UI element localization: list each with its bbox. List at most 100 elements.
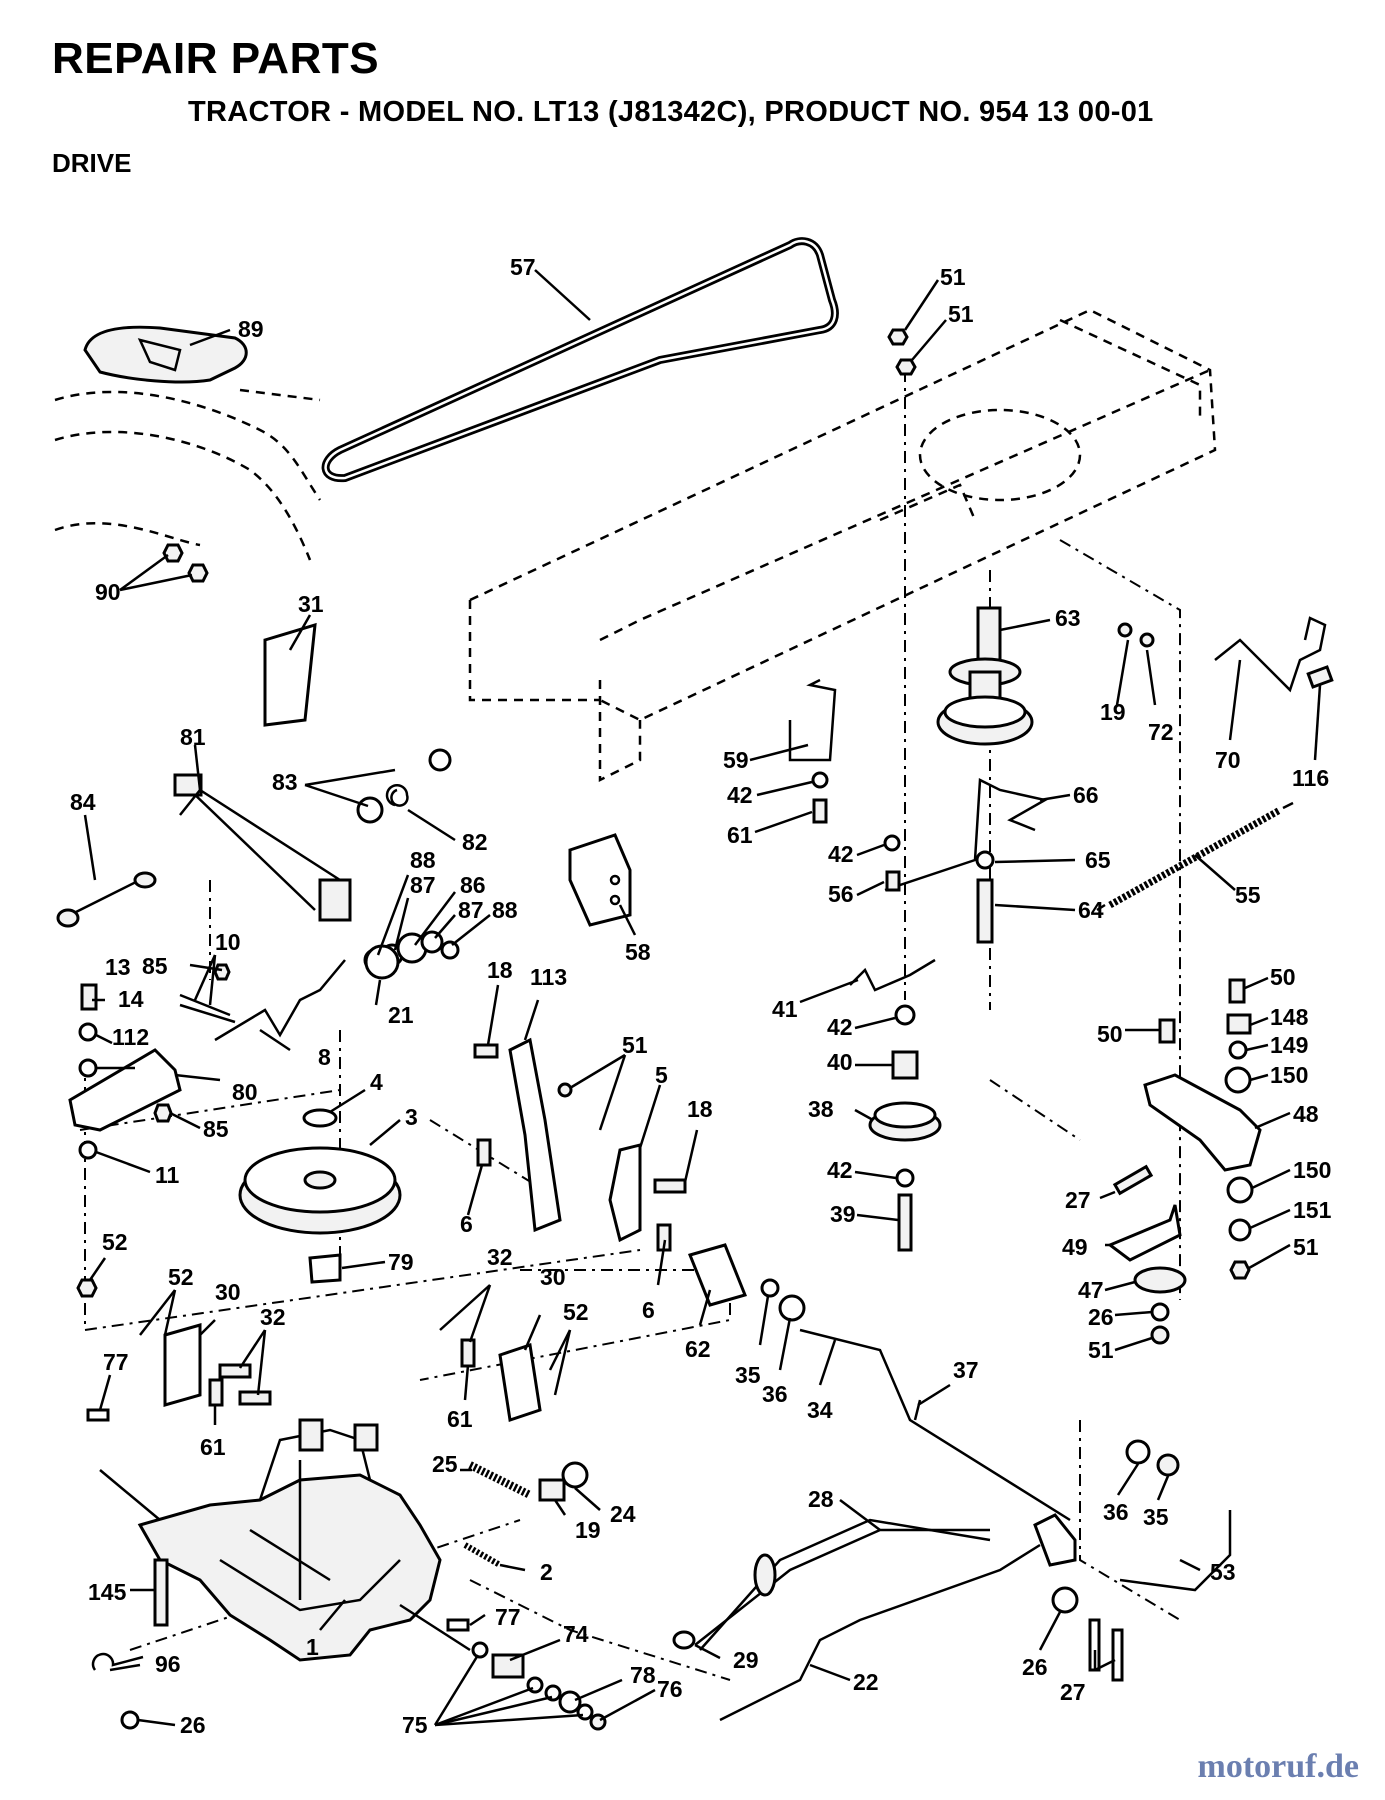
pulley-47 xyxy=(1133,1266,1187,1294)
washer-26c xyxy=(120,1710,140,1730)
chassis-frame xyxy=(468,308,1217,783)
rod-59 xyxy=(788,678,837,762)
callout-51: 51 xyxy=(1293,1234,1319,1260)
nut-52a xyxy=(76,1278,98,1298)
callout-48: 48 xyxy=(1293,1101,1319,1127)
bolt-6a xyxy=(476,1138,492,1167)
callout-148: 148 xyxy=(1270,1004,1309,1030)
washer-151 xyxy=(1228,1218,1252,1242)
callout-4: 4 xyxy=(370,1069,383,1095)
washer-83b xyxy=(428,748,452,772)
ring-4 xyxy=(302,1108,338,1128)
callout-61: 61 xyxy=(727,822,753,848)
callout-38: 38 xyxy=(808,1096,834,1122)
callout-62: 62 xyxy=(685,1336,711,1362)
callout-52: 52 xyxy=(102,1229,128,1255)
callout-64: 64 xyxy=(1078,897,1104,923)
drive-belt xyxy=(321,237,839,483)
arm-41 xyxy=(849,958,936,992)
pin-27a xyxy=(1112,1164,1154,1196)
washer-150b xyxy=(1226,1176,1254,1204)
callout-84: 84 xyxy=(70,789,96,815)
callout-50: 50 xyxy=(1097,1021,1123,1047)
bushing-148 xyxy=(1226,1013,1252,1035)
pulley-3 xyxy=(238,1146,402,1235)
washer-75a xyxy=(471,1641,489,1659)
bolt-13 xyxy=(80,983,98,1011)
washer-42b xyxy=(883,834,901,852)
callout-41: 41 xyxy=(772,996,798,1022)
nut-85b xyxy=(153,1103,173,1123)
callout-87: 87 xyxy=(410,872,436,898)
body-outline xyxy=(54,388,322,561)
callout-13: 13 xyxy=(105,954,131,980)
spring-82 xyxy=(385,783,409,807)
washer-112 xyxy=(78,1058,98,1078)
bracket-80 xyxy=(68,1048,182,1132)
callout-51: 51 xyxy=(1088,1337,1114,1363)
callout-29: 29 xyxy=(733,1647,759,1673)
callout-116: 116 xyxy=(1292,765,1329,791)
callout-77: 77 xyxy=(103,1349,129,1375)
callout-59: 59 xyxy=(723,747,749,773)
washer-65 xyxy=(975,850,995,870)
key-79 xyxy=(308,1253,342,1284)
callout-6: 6 xyxy=(642,1297,655,1323)
callout-65: 65 xyxy=(1085,847,1111,873)
callout-53: 53 xyxy=(1210,1559,1236,1585)
callout-86: 86 xyxy=(460,872,486,898)
callout-85: 85 xyxy=(142,953,168,979)
callout-51: 51 xyxy=(622,1032,648,1058)
callout-51: 51 xyxy=(940,264,966,290)
callout-81: 81 xyxy=(180,724,206,750)
leader-lines xyxy=(83,269,1322,1727)
rod-84 xyxy=(56,871,157,928)
callout-150: 150 xyxy=(1270,1062,1308,1088)
spacer-40 xyxy=(891,1050,919,1080)
nut-51d xyxy=(1229,1260,1251,1280)
callout-42: 42 xyxy=(827,1157,853,1183)
callout-90: 90 xyxy=(95,579,121,605)
washer-42a xyxy=(811,771,829,789)
bolt-39 xyxy=(897,1193,913,1252)
spring-55 xyxy=(1108,806,1282,909)
callout-74: 74 xyxy=(563,1621,589,1647)
shaft-34 xyxy=(799,1328,1071,1522)
callout-18: 18 xyxy=(487,957,513,983)
callout-26: 26 xyxy=(1022,1654,1048,1680)
callout-11: 11 xyxy=(155,1162,180,1188)
bolt-61b xyxy=(208,1378,224,1407)
washer-150a xyxy=(1224,1066,1252,1094)
callout-52: 52 xyxy=(168,1264,194,1290)
callout-72: 72 xyxy=(1148,719,1174,745)
callout-77: 77 xyxy=(495,1604,521,1630)
callout-88: 88 xyxy=(410,847,436,873)
nut-51c xyxy=(557,1082,573,1098)
brake-linkage-81 xyxy=(173,773,352,922)
callout-51: 51 xyxy=(948,301,974,327)
washer-75d xyxy=(576,1703,594,1721)
washer-42d xyxy=(895,1168,915,1188)
bolt-116 xyxy=(1306,665,1334,689)
washer-35a xyxy=(760,1278,780,1298)
sleeve-62 xyxy=(687,1243,748,1307)
callout-1: 1 xyxy=(306,1634,319,1660)
bolt-64 xyxy=(976,878,994,944)
spacer-74 xyxy=(491,1653,525,1679)
callout-32: 32 xyxy=(260,1304,286,1330)
callout-35: 35 xyxy=(735,1362,761,1388)
washer-36b xyxy=(1125,1439,1151,1465)
callout-25: 25 xyxy=(432,1451,458,1477)
callout-70: 70 xyxy=(1215,747,1241,773)
page-subtitle: TRACTOR - MODEL NO. LT13 (J81342C), PROD… xyxy=(188,96,1154,128)
page-title: REPAIR PARTS xyxy=(52,34,380,83)
callout-22: 22 xyxy=(853,1669,879,1695)
callout-42: 42 xyxy=(827,1014,853,1040)
callout-34: 34 xyxy=(807,1397,833,1423)
idler-arm-70 xyxy=(1214,616,1327,693)
callout-80: 80 xyxy=(232,1079,258,1105)
collar-29 xyxy=(672,1630,696,1650)
callout-5: 5 xyxy=(655,1062,668,1088)
callout-150: 150 xyxy=(1293,1157,1331,1183)
